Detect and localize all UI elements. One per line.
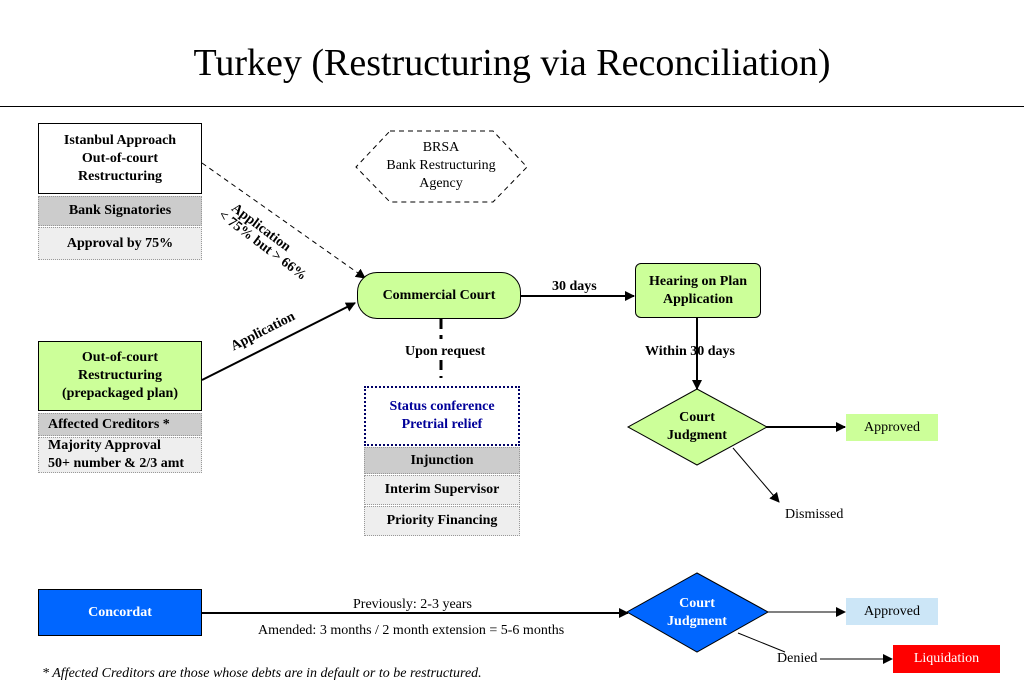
status-conference-box: Status conference Pretrial relief (364, 386, 520, 446)
court-judgment-label: Court Judgment (667, 410, 727, 443)
court-judgment-diamond (626, 388, 769, 466)
judgment2-to-denied-line (737, 632, 786, 653)
out-of-court-prepackaged-box: Out-of-court Restructuring (prepackaged … (38, 341, 202, 411)
interim-supervisor-box: Interim Supervisor (364, 475, 520, 505)
injunction-box: Injunction (364, 447, 520, 474)
application-arrow (201, 302, 356, 381)
within-30-days-label: Within 30 days (645, 344, 735, 359)
previously-label: Previously: 2-3 years (353, 597, 472, 612)
upon-request-label: Upon request (405, 344, 486, 359)
denied-label: Denied (777, 651, 818, 666)
istanbul-approach-box: Istanbul Approach Out-of-court Restructu… (38, 123, 202, 194)
commercial-court-box: Commercial Court (357, 272, 521, 319)
dashed-application-arrow (201, 162, 366, 279)
brsa-hexagon (355, 130, 528, 203)
approved-2-box: Approved (846, 598, 938, 625)
liquidation-box: Liquidation (893, 645, 1000, 673)
footnote: * Affected Creditors are those whose deb… (42, 666, 482, 681)
concordat-box: Concordat (38, 589, 202, 636)
priority-financing-box: Priority Financing (364, 506, 520, 536)
hearing-on-plan-box: Hearing on Plan Application (635, 263, 761, 318)
court-judgment-2-diamond (625, 572, 770, 653)
majority-approval-box: Majority Approval 50+ number & 2/3 amt (38, 437, 202, 473)
court-judgment-2-label: Court Judgment (667, 596, 727, 629)
approval-75-box: Approval by 75% (38, 227, 202, 260)
title-divider (0, 106, 1024, 107)
approved-box: Approved (846, 414, 938, 441)
amended-label: Amended: 3 months / 2 month extension = … (258, 623, 565, 638)
judgment-to-dismissed-arrow (732, 447, 780, 503)
bank-signatories-box: Bank Signatories (38, 196, 202, 226)
page-title: Turkey (Restructuring via Reconciliation… (193, 42, 831, 84)
affected-creditors-box: Affected Creditors * (38, 413, 202, 436)
brsa-label: BRSA Bank Restructuring Agency (386, 140, 496, 191)
dismissed-label: Dismissed (785, 507, 844, 522)
thirty-days-label: 30 days (552, 279, 597, 294)
